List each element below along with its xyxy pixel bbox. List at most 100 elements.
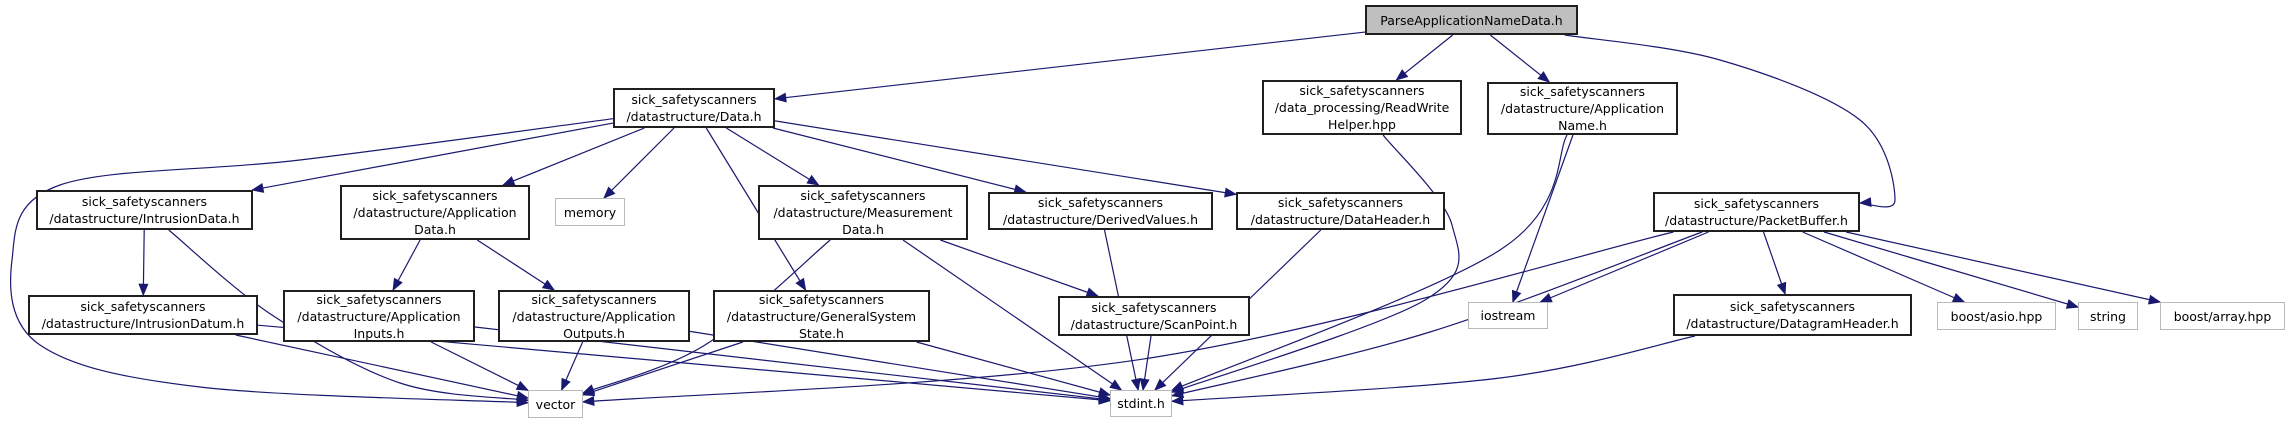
edge-measurement-data-h-to-stdint-h <box>902 239 1123 391</box>
node-label-line: Name.h <box>1558 118 1607 133</box>
edge-parse-application-name-data-h-to-read-write-helper-hpp <box>1395 34 1454 81</box>
node-label-line: sick_safetyscanners <box>800 188 926 203</box>
node-label-line: sick_safetyscanners <box>631 92 757 107</box>
node-label-line: iostream <box>1480 308 1536 323</box>
node-label-line: sick_safetyscanners <box>80 299 206 314</box>
node-packet-buffer-h[interactable]: sick_safetyscanners/datastructure/Packet… <box>1653 192 1860 232</box>
node-vector: vector <box>528 390 583 418</box>
node-boost-array-hpp: boost/array.hpp <box>2160 302 2285 330</box>
node-label-line: sick_safetyscanners <box>1729 299 1856 314</box>
node-boost-asio-hpp: boost/asio.hpp <box>1937 302 2056 330</box>
edge-datagram-header-h-to-stdint-h <box>1170 335 1696 406</box>
node-label-line: Data.h <box>842 222 884 237</box>
node-label-line: /datastructure/PacketBuffer.h <box>1665 213 1848 228</box>
edge-intrusion-datum-h-to-vector <box>235 334 530 401</box>
node-datagram-header-h[interactable]: sick_safetyscanners/datastructure/Datagr… <box>1673 294 1912 336</box>
node-label-line: sick_safetyscanners <box>1519 84 1646 99</box>
edge-packet-buffer-h-to-iostream <box>1539 231 1709 303</box>
edge-intrusion-data-h-to-vector <box>168 229 530 404</box>
edge-packet-buffer-h-to-vector <box>581 231 1674 406</box>
edge-application-data-h-to-application-inputs-h <box>392 239 421 292</box>
node-label-line: /datastructure/Application <box>297 308 461 324</box>
node-label-line: /datastructure/IntrusionData.h <box>49 211 240 226</box>
node-read-write-helper-hpp[interactable]: sick_safetyscanners/data_processing/Read… <box>1262 80 1462 135</box>
node-label-line: /datastructure/DerivedValues.h <box>1003 212 1198 227</box>
node-label-line: sick_safetyscanners <box>372 188 498 203</box>
node-label-line: boost/asio.hpp <box>1950 308 2043 324</box>
node-data-h[interactable]: sick_safetyscanners/datastructure/Data.h <box>613 88 775 128</box>
node-label-line: /datastructure/Measurement <box>773 205 953 220</box>
edge-application-name-h-to-iostream <box>1511 134 1574 304</box>
edge-measurement-data-h-to-vector <box>581 239 831 394</box>
node-label-line: vector <box>535 396 576 412</box>
node-label-line: Data.h <box>414 222 456 237</box>
node-label-line: boost/array.hpp <box>2173 308 2272 324</box>
edge-parse-application-name-data-h-to-data-h <box>773 31 1366 103</box>
edge-packet-buffer-h-to-boost-array-hpp <box>1845 231 2162 305</box>
node-derived-values-h[interactable]: sick_safetyscanners/datastructure/Derive… <box>988 192 1213 230</box>
edge-application-name-h-to-stdint-h <box>1170 134 1568 391</box>
node-label-line: /datastructure/Application <box>353 205 517 220</box>
node-stdint-h: stdint.h <box>1110 390 1172 417</box>
node-label-line: sick_safetyscanners <box>1037 195 1164 210</box>
edge-scan-point-h-to-stdint-h <box>1139 335 1152 392</box>
node-application-outputs-h[interactable]: sick_safetyscanners/datastructure/Applic… <box>498 290 690 342</box>
node-label-line: /datastructure/GeneralSystem <box>726 308 917 324</box>
node-label-line: Outputs.h <box>563 325 625 341</box>
edge-data-h-to-measurement-data-h <box>726 127 820 186</box>
edge-general-system-state-h-to-vector <box>581 341 744 397</box>
node-label-line: /datastructure/IntrusionDatum.h <box>41 316 245 331</box>
node-label-line: Helper.hpp <box>1328 117 1396 132</box>
edge-data-h-to-application-data-h <box>501 127 645 186</box>
node-intrusion-datum-h[interactable]: sick_safetyscanners/datastructure/Intrus… <box>28 295 258 335</box>
node-label-line: sick_safetyscanners <box>1693 196 1820 211</box>
edge-packet-buffer-h-to-stdint-h <box>1170 231 1703 398</box>
edge-application-outputs-h-to-vector <box>561 341 584 392</box>
node-label-line: sick_safetyscanners <box>1299 83 1425 98</box>
node-label-line: /datastructure/DatagramHeader.h <box>1686 316 1899 331</box>
node-application-name-h[interactable]: sick_safetyscanners/datastructure/Applic… <box>1487 82 1678 135</box>
node-scan-point-h[interactable]: sick_safetyscanners/datastructure/ScanPo… <box>1058 296 1250 336</box>
node-label-line: /datastructure/ScanPoint.h <box>1070 317 1238 332</box>
edge-parse-application-name-data-h-to-application-name-h <box>1489 34 1551 83</box>
edge-data-h-to-intrusion-data-h <box>251 122 614 193</box>
node-label-line: sick_safetyscanners <box>81 194 208 209</box>
node-application-data-h[interactable]: sick_safetyscanners/datastructure/Applic… <box>340 185 530 240</box>
node-label-line: Inputs.h <box>353 325 405 341</box>
node-memory: memory <box>555 198 625 226</box>
node-label-line: sick_safetyscanners <box>531 291 657 307</box>
node-label-line: sick_safetyscanners <box>1277 195 1404 210</box>
edge-measurement-data-h-to-scan-point-h <box>940 239 1099 297</box>
node-parse-application-name-data-h[interactable]: ParseApplicationNameData.h <box>1365 5 1578 35</box>
edge-intrusion-data-h-to-intrusion-datum-h <box>138 229 149 297</box>
node-label-line: sick_safetyscanners <box>758 291 885 307</box>
edge-data-h-to-derived-values-h <box>772 127 1027 195</box>
edge-packet-buffer-h-to-string <box>1823 231 2080 309</box>
node-data-header-h[interactable]: sick_safetyscanners/datastructure/DataHe… <box>1236 192 1445 230</box>
node-label-line: /datastructure/DataHeader.h <box>1250 212 1431 227</box>
node-intrusion-data-h[interactable]: sick_safetyscanners/datastructure/Intrus… <box>36 190 253 230</box>
node-label-line: /data_processing/ReadWrite <box>1274 100 1450 115</box>
edge-data-h-to-memory <box>603 127 675 199</box>
node-label-line: stdint.h <box>1117 396 1165 411</box>
node-label-line: ParseApplicationNameData.h <box>1380 12 1563 28</box>
node-application-inputs-h[interactable]: sick_safetyscanners/datastructure/Applic… <box>283 290 475 342</box>
edge-packet-buffer-h-to-datagram-header-h <box>1762 231 1787 296</box>
node-label-line: State.h <box>799 325 844 341</box>
node-label-line: /datastructure/Application <box>1500 101 1665 116</box>
node-label-line: /datastructure/Application <box>512 308 676 324</box>
edge-general-system-state-h-to-stdint-h <box>916 341 1112 397</box>
edge-parse-application-name-data-h-to-packet-buffer-h <box>1564 34 1896 208</box>
node-iostream: iostream <box>1468 302 1548 329</box>
edge-packet-buffer-h-to-boost-asio-hpp <box>1802 231 1966 303</box>
edge-read-write-helper-hpp-to-stdint-h <box>1170 134 1460 394</box>
node-general-system-state-h[interactable]: sick_safetyscanners/datastructure/Genera… <box>713 290 930 342</box>
node-string: string <box>2078 302 2138 330</box>
node-measurement-data-h[interactable]: sick_safetyscanners/datastructure/Measur… <box>758 185 968 240</box>
edge-application-outputs-h-to-stdint-h <box>689 330 1112 402</box>
node-label-line: /datastructure/Data.h <box>626 109 762 124</box>
node-label-line: memory <box>563 204 617 220</box>
node-label-line: sick_safetyscanners <box>1091 300 1217 315</box>
